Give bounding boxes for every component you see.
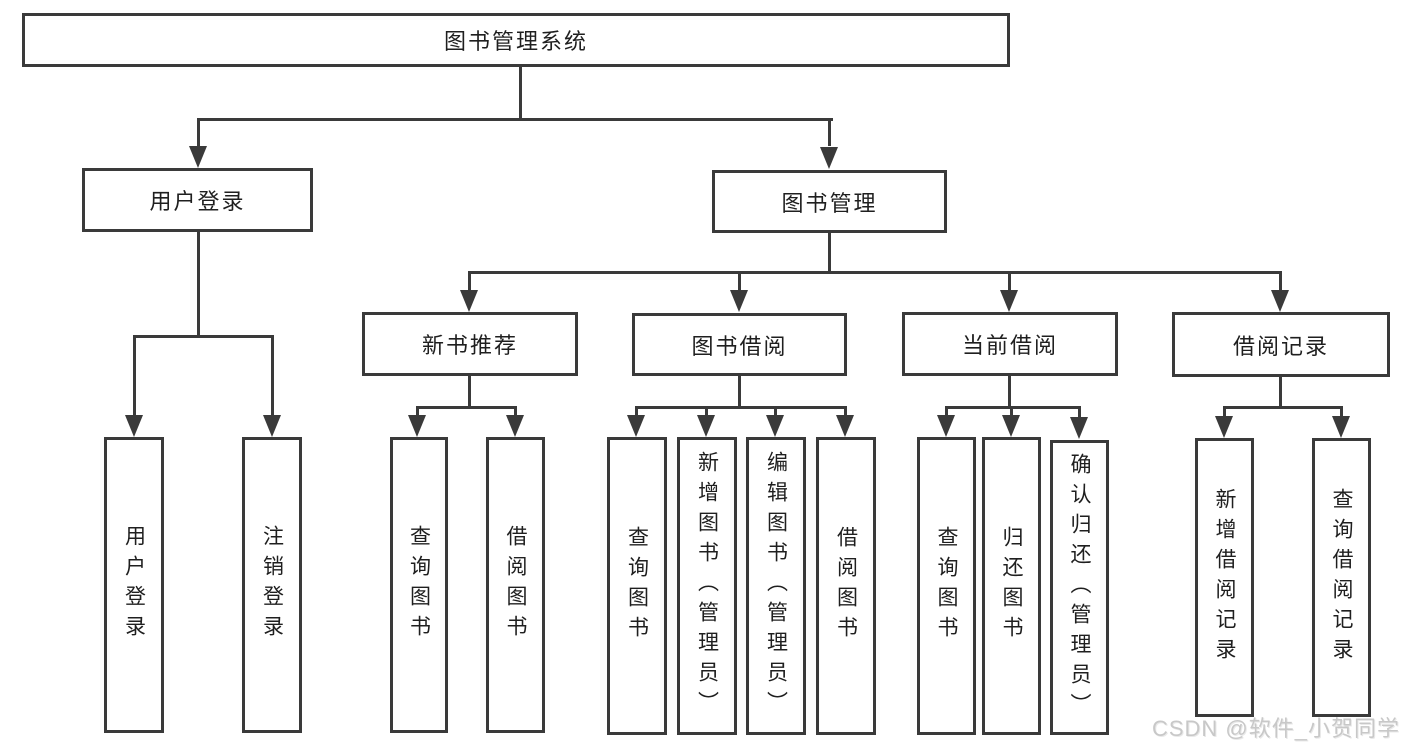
connector-line bbox=[416, 406, 419, 417]
leaf-records-add-record-label: 新增借阅记录 bbox=[1213, 487, 1236, 668]
leaf-recommend-query-books-label: 查询图书 bbox=[407, 525, 431, 645]
arrow-down-icon bbox=[820, 147, 838, 169]
leaf-current-confirm-return-admin: 确认归还（管理员） bbox=[1050, 440, 1109, 735]
connector-line bbox=[1078, 406, 1081, 417]
connector-line bbox=[635, 406, 638, 417]
node-current-borrowing: 当前借阅 bbox=[902, 312, 1118, 376]
connector-line bbox=[468, 376, 471, 406]
arrow-down-icon bbox=[1215, 416, 1233, 438]
node-book-management: 图书管理 bbox=[712, 170, 947, 233]
connector-line bbox=[1223, 406, 1226, 417]
leaf-records-query-record-label: 查询借阅记录 bbox=[1330, 487, 1353, 668]
node-root-system: 图书管理系统 bbox=[22, 13, 1010, 67]
leaf-user-login: 用户登录 bbox=[104, 437, 164, 733]
arrow-down-icon bbox=[189, 146, 207, 168]
connector-line bbox=[468, 271, 471, 291]
connector-line bbox=[468, 271, 1282, 274]
connector-line bbox=[197, 118, 200, 146]
csdn-watermark: CSDN @软件_小贺同学 bbox=[1151, 716, 1400, 741]
connector-line bbox=[844, 406, 847, 417]
connector-line bbox=[1340, 406, 1343, 417]
arrow-down-icon bbox=[836, 415, 854, 437]
connector-line bbox=[1223, 406, 1342, 409]
connector-line bbox=[1008, 271, 1011, 291]
connector-line bbox=[635, 406, 847, 409]
node-borrowing-records-label: 借阅记录 bbox=[1232, 333, 1329, 359]
leaf-borrowing-edit-books-admin: 编辑图书（管理员） bbox=[746, 437, 806, 735]
arrow-down-icon bbox=[1000, 290, 1018, 312]
leaf-logout: 注销登录 bbox=[242, 437, 302, 733]
node-book-borrowing-label: 图书借阅 bbox=[691, 333, 788, 359]
leaf-current-return-books-label: 归还图书 bbox=[1000, 526, 1023, 646]
node-borrowing-records: 借阅记录 bbox=[1172, 312, 1390, 377]
arrow-down-icon bbox=[1332, 416, 1350, 438]
leaf-records-add-record: 新增借阅记录 bbox=[1195, 438, 1254, 717]
connector-line bbox=[416, 406, 517, 409]
arrow-down-icon bbox=[125, 415, 143, 437]
connector-line bbox=[271, 335, 274, 417]
leaf-logout-label: 注销登录 bbox=[260, 525, 284, 645]
leaf-borrowing-edit-books-admin-label: 编辑图书（管理员） bbox=[764, 451, 788, 721]
connector-line bbox=[197, 118, 833, 121]
connector-line bbox=[828, 233, 831, 271]
connector-line bbox=[197, 232, 200, 335]
connector-line bbox=[133, 335, 274, 338]
node-new-book-recommend-label: 新书推荐 bbox=[421, 333, 518, 358]
arrow-down-icon bbox=[408, 415, 426, 437]
arrow-down-icon bbox=[1070, 417, 1088, 439]
leaf-recommend-query-books: 查询图书 bbox=[390, 437, 448, 733]
connector-line bbox=[133, 335, 136, 417]
arrow-down-icon bbox=[697, 415, 715, 437]
arrow-down-icon bbox=[730, 290, 748, 312]
connector-line bbox=[1279, 271, 1282, 291]
leaf-records-query-record: 查询借阅记录 bbox=[1312, 438, 1371, 717]
arrow-down-icon bbox=[460, 290, 478, 312]
arrow-down-icon bbox=[937, 415, 955, 437]
connector-line bbox=[1008, 376, 1011, 406]
node-root-label: 图书管理系统 bbox=[443, 29, 588, 54]
connector-line bbox=[1010, 406, 1013, 417]
node-user-login-label: 用户登录 bbox=[149, 189, 246, 214]
connector-line bbox=[705, 406, 708, 417]
arrow-down-icon bbox=[263, 415, 281, 437]
leaf-current-confirm-return-admin-label: 确认归还（管理员） bbox=[1068, 452, 1091, 723]
connector-line bbox=[945, 406, 948, 417]
leaf-recommend-borrow-books: 借阅图书 bbox=[486, 437, 545, 733]
arrow-down-icon bbox=[766, 415, 784, 437]
leaf-current-query-books: 查询图书 bbox=[917, 437, 976, 735]
node-book-borrowing: 图书借阅 bbox=[632, 313, 847, 376]
connector-line bbox=[519, 67, 522, 118]
arrow-down-icon bbox=[1271, 290, 1289, 312]
leaf-borrowing-query-books: 查询图书 bbox=[607, 437, 667, 735]
connector-line bbox=[1279, 377, 1282, 406]
leaf-borrowing-add-books-admin: 新增图书（管理员） bbox=[677, 437, 737, 735]
node-user-login: 用户登录 bbox=[82, 168, 313, 232]
leaf-borrowing-add-books-admin-label: 新增图书（管理员） bbox=[695, 451, 719, 721]
connector-line bbox=[774, 406, 777, 417]
leaf-borrowing-query-books-label: 查询图书 bbox=[625, 526, 649, 646]
leaf-recommend-borrow-books-label: 借阅图书 bbox=[504, 525, 527, 645]
leaf-user-login-label: 用户登录 bbox=[122, 525, 146, 645]
connector-line bbox=[514, 406, 517, 417]
leaf-current-return-books: 归还图书 bbox=[982, 437, 1041, 735]
leaf-borrowing-borrow-books-label: 借阅图书 bbox=[834, 526, 858, 646]
arrow-down-icon bbox=[1002, 415, 1020, 437]
node-book-management-label: 图书管理 bbox=[781, 190, 878, 216]
node-current-borrowing-label: 当前借阅 bbox=[961, 333, 1058, 358]
arrow-down-icon bbox=[506, 415, 524, 437]
connector-line bbox=[738, 271, 741, 291]
leaf-borrowing-borrow-books: 借阅图书 bbox=[816, 437, 876, 735]
node-new-book-recommend: 新书推荐 bbox=[362, 312, 578, 376]
arrow-down-icon bbox=[627, 415, 645, 437]
connector-line bbox=[828, 118, 831, 146]
leaf-current-query-books-label: 查询图书 bbox=[935, 526, 958, 646]
connector-line bbox=[738, 376, 741, 406]
